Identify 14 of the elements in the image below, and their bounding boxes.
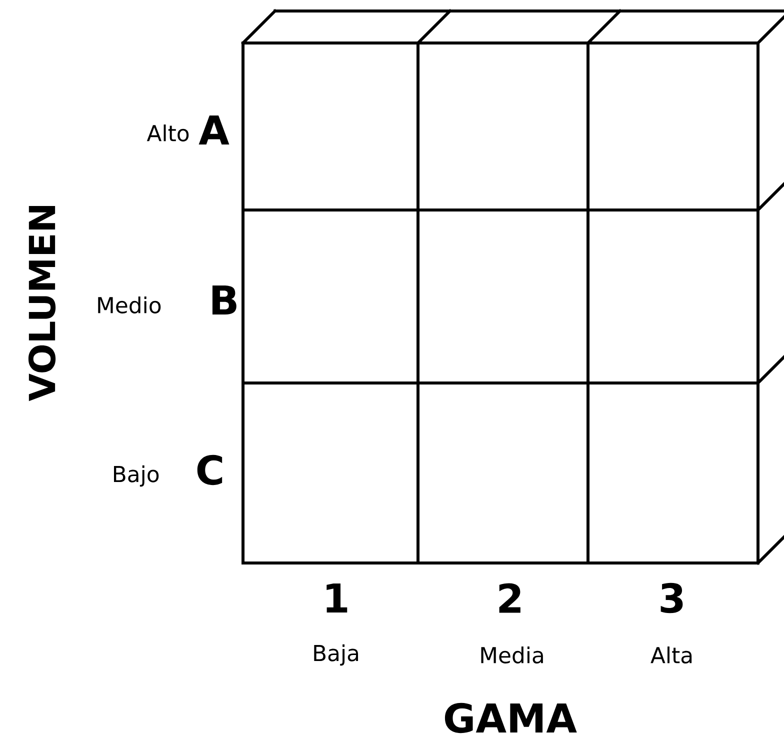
column-number: 3 <box>660 582 683 614</box>
row-letter: A <box>198 115 230 145</box>
column-label: Alta <box>650 646 692 664</box>
axis-title: VOLUMEN <box>28 206 56 402</box>
column-number: 2 <box>499 583 520 613</box>
row-letter: C <box>197 454 222 486</box>
column-label: Media <box>481 646 543 664</box>
row-letter: B <box>212 285 236 315</box>
axis-title: GAMA <box>444 702 577 734</box>
row-label: Alto <box>146 124 189 142</box>
column-number: 1 <box>326 583 348 613</box>
column-label: Baja <box>314 644 358 666</box>
row-label: Bajo <box>114 465 159 487</box>
row-label: Medio <box>98 296 161 314</box>
